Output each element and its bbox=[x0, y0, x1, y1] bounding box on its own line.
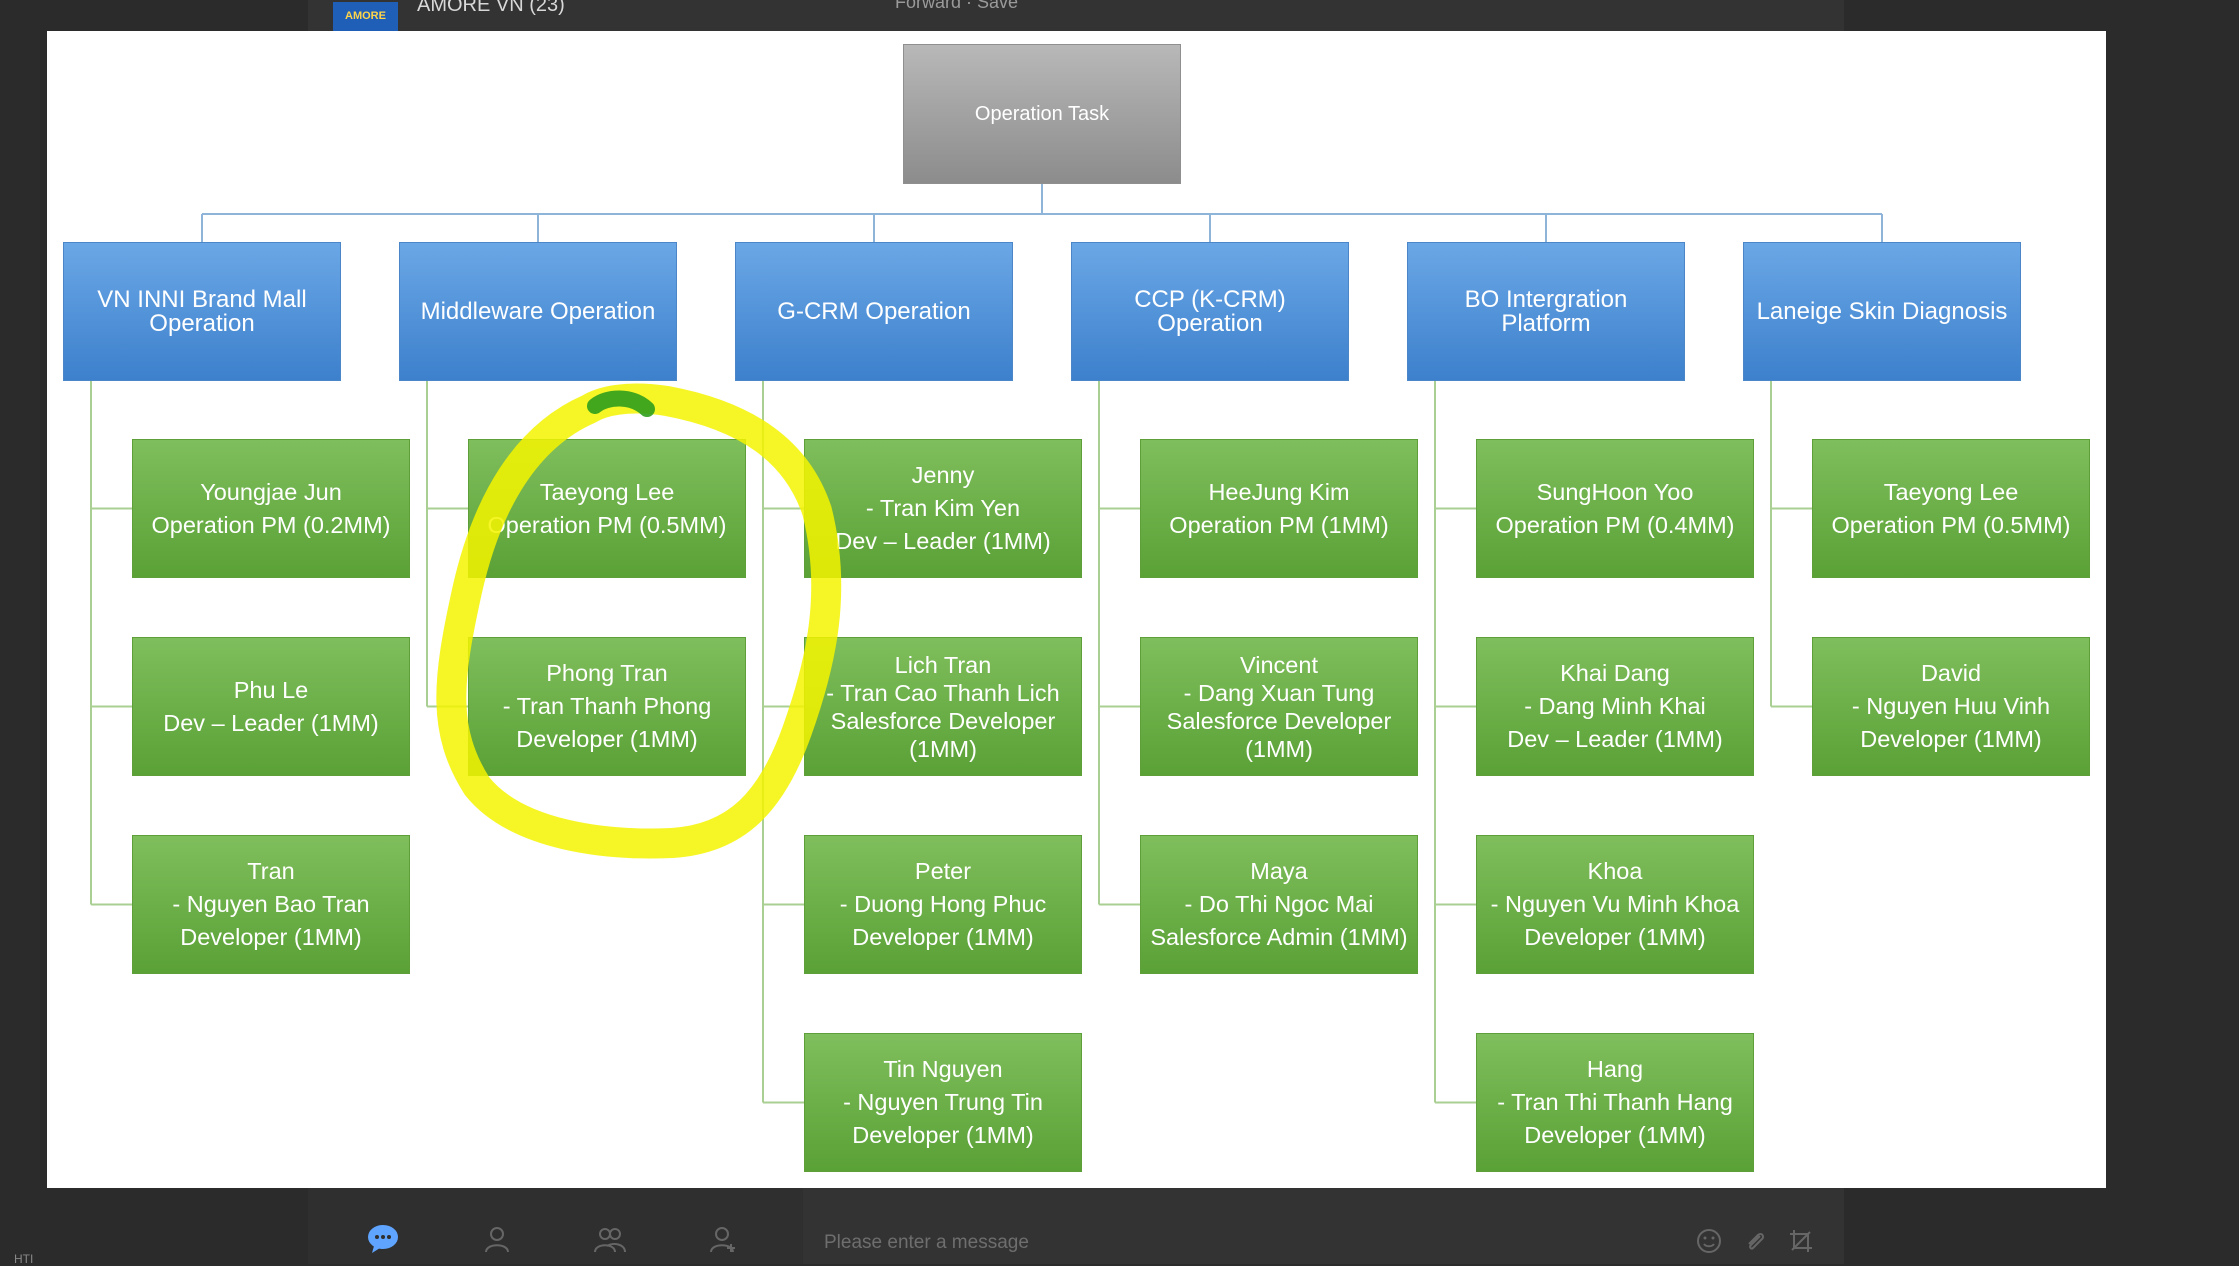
category-node: Laneige Skin Diagnosis bbox=[1743, 242, 2021, 381]
member-node: Khai Dang - Dang Minh Khai Dev – Leader … bbox=[1476, 637, 1754, 776]
crop-icon[interactable] bbox=[1786, 1226, 1816, 1256]
member-node: Youngjae Jun Operation PM (0.2MM) bbox=[132, 439, 410, 578]
chat-member-count: (23) bbox=[529, 0, 565, 16]
member-node: Phong Tran - Tran Thanh Phong Developer … bbox=[468, 637, 746, 776]
category-node: BO Intergration Platform bbox=[1407, 242, 1685, 381]
connector-lines bbox=[90, 184, 1883, 1104]
chat-header bbox=[308, 0, 1844, 31]
root-node: Operation Task bbox=[903, 44, 1181, 184]
nav-bar bbox=[308, 1187, 803, 1264]
member-node: Lich Tran - Tran Cao Thanh Lich Salesfor… bbox=[804, 637, 1082, 776]
chat-icon[interactable] bbox=[366, 1222, 400, 1256]
emoji-icon[interactable] bbox=[1694, 1226, 1724, 1256]
member-node: Maya - Do Thi Ngoc Mai Salesforce Admin … bbox=[1140, 835, 1418, 974]
category-node: VN INNI Brand Mall Operation bbox=[63, 242, 341, 381]
member-node: Tran - Nguyen Bao Tran Developer (1MM) bbox=[132, 835, 410, 974]
org-chart-slide: Operation Task VN INNI Brand Mall Operat… bbox=[47, 31, 2106, 1188]
member-node: HeeJung Kim Operation PM (1MM) bbox=[1140, 439, 1418, 578]
chat-title-label: AMORE VN bbox=[417, 0, 524, 16]
category-node: G-CRM Operation bbox=[735, 242, 1013, 381]
member-node: Khoa - Nguyen Vu Minh Khoa Developer (1M… bbox=[1476, 835, 1754, 974]
member-node: Taeyong Lee Operation PM (0.5MM) bbox=[468, 439, 746, 578]
member-node: Peter - Duong Hong Phuc Developer (1MM) bbox=[804, 835, 1082, 974]
attach-icon[interactable] bbox=[1740, 1226, 1770, 1256]
member-node: Phu Le Dev – Leader (1MM) bbox=[132, 637, 410, 776]
member-node: Tin Nguyen - Nguyen Trung Tin Developer … bbox=[804, 1033, 1082, 1172]
chat-title[interactable]: AMORE VN (23) bbox=[417, 0, 565, 17]
group-icon[interactable] bbox=[593, 1222, 627, 1256]
member-node: Jenny - Tran Kim Yen Dev – Leader (1MM) bbox=[804, 439, 1082, 578]
category-node: Middleware Operation bbox=[399, 242, 677, 381]
member-node: David - Nguyen Huu Vinh Developer (1MM) bbox=[1812, 637, 2090, 776]
corner-label: HTI bbox=[14, 1252, 34, 1266]
member-node: Hang - Tran Thi Thanh Hang Developer (1M… bbox=[1476, 1033, 1754, 1172]
add-person-icon[interactable] bbox=[706, 1222, 740, 1256]
member-node: Taeyong Lee Operation PM (0.5MM) bbox=[1812, 439, 2090, 578]
header-actions[interactable]: Forward · Save bbox=[895, 0, 1019, 12]
category-node: CCP (K-CRM) Operation bbox=[1071, 242, 1349, 381]
message-input[interactable] bbox=[822, 1228, 1626, 1258]
member-node: Vincent - Dang Xuan Tung Salesforce Deve… bbox=[1140, 637, 1418, 776]
chat-avatar[interactable]: AMORE TEAM bbox=[333, 2, 398, 31]
person-icon[interactable] bbox=[480, 1222, 514, 1256]
member-node: SungHoon Yoo Operation PM (0.4MM) bbox=[1476, 439, 1754, 578]
